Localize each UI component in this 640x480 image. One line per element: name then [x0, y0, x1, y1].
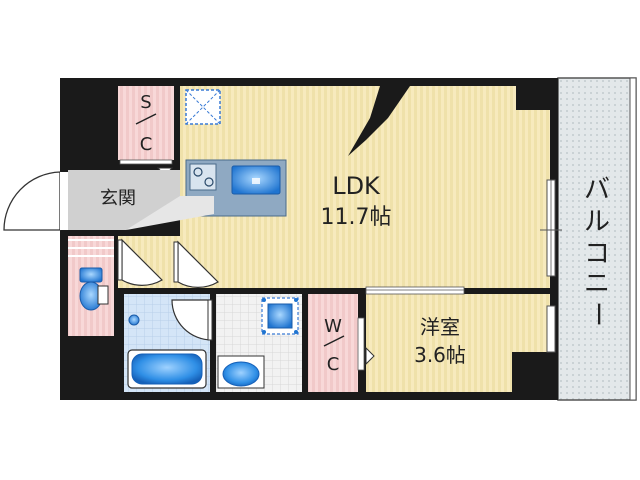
- western-name: 洋室: [420, 315, 460, 339]
- ldk-floor: [180, 86, 550, 288]
- wic-door-marker: [365, 346, 375, 366]
- entrance: 玄関: [3, 170, 214, 231]
- western-floor: [366, 294, 512, 392]
- vanity-basin: [222, 361, 260, 387]
- hallway: [117, 236, 219, 288]
- washer-dot: [262, 330, 266, 334]
- entrance-label: 玄関: [100, 188, 136, 209]
- wic-label-top: W: [324, 316, 342, 337]
- wic-floor: [308, 294, 358, 392]
- stove-burner: [193, 167, 203, 177]
- wic-label-bottom: C: [327, 354, 340, 375]
- ldk-column: [348, 86, 410, 156]
- western-column: [512, 352, 550, 392]
- washer-dot: [262, 298, 266, 302]
- sic-storage: S C: [118, 86, 174, 177]
- balcony-rail: [629, 77, 637, 401]
- sic-label-top: S: [140, 92, 151, 113]
- wic-slash: [323, 335, 345, 347]
- wic-door: [357, 317, 365, 371]
- front-door-swing: [3, 171, 61, 231]
- washer-dot: [294, 298, 298, 302]
- toilet-room: [68, 236, 114, 336]
- hall-door-right-leaf: [173, 241, 179, 283]
- stove: [189, 163, 217, 191]
- bathroom-door-leaf: [207, 299, 213, 341]
- western-size: 3.6帖: [414, 343, 466, 367]
- kitchen-faucet: [252, 178, 260, 184]
- toilet-tank: [79, 267, 103, 283]
- shower-head: [128, 314, 140, 326]
- ldk-size: 11.7帖: [321, 205, 392, 230]
- ldk-notch: [516, 86, 550, 110]
- sic-slash: [135, 113, 157, 125]
- ldk-room: LDK 11.7帖: [180, 86, 550, 288]
- bath-tub-inner: [131, 353, 203, 385]
- balcony-char: ル: [584, 207, 610, 237]
- bathroom: [124, 294, 213, 392]
- sic-floor: [118, 86, 174, 160]
- balcony-char: ー: [582, 301, 612, 327]
- entrance-step: [126, 196, 214, 230]
- sliding-doors: [365, 179, 562, 353]
- sic-label-bottom: C: [140, 134, 153, 155]
- ldk-name: LDK: [332, 172, 381, 200]
- washroom: [216, 294, 302, 392]
- stove-burner: [204, 177, 214, 187]
- washer-dot: [294, 330, 298, 334]
- balcony-char: ニ: [584, 269, 610, 299]
- balcony-label: バ ル コ ニ ー: [582, 175, 612, 327]
- wic-storage: W C: [308, 294, 375, 392]
- front-door-opening: [60, 172, 68, 230]
- western-room: 洋室 3.6帖: [366, 294, 550, 392]
- balcony: [557, 77, 637, 401]
- western-floor-right: [512, 294, 550, 352]
- western-window: [546, 305, 556, 353]
- balcony-floor: [557, 77, 637, 401]
- toilet-stripes: [68, 239, 114, 257]
- balcony-char: バ: [584, 175, 610, 205]
- western-sliding-door: [365, 286, 465, 295]
- refrigerator-x: [185, 89, 221, 125]
- balcony-char: コ: [584, 239, 610, 269]
- toilet-paper: [97, 285, 109, 305]
- sic-door: [119, 159, 173, 165]
- washing-machine-drum: [267, 303, 293, 329]
- hall-door-left-leaf: [117, 239, 123, 281]
